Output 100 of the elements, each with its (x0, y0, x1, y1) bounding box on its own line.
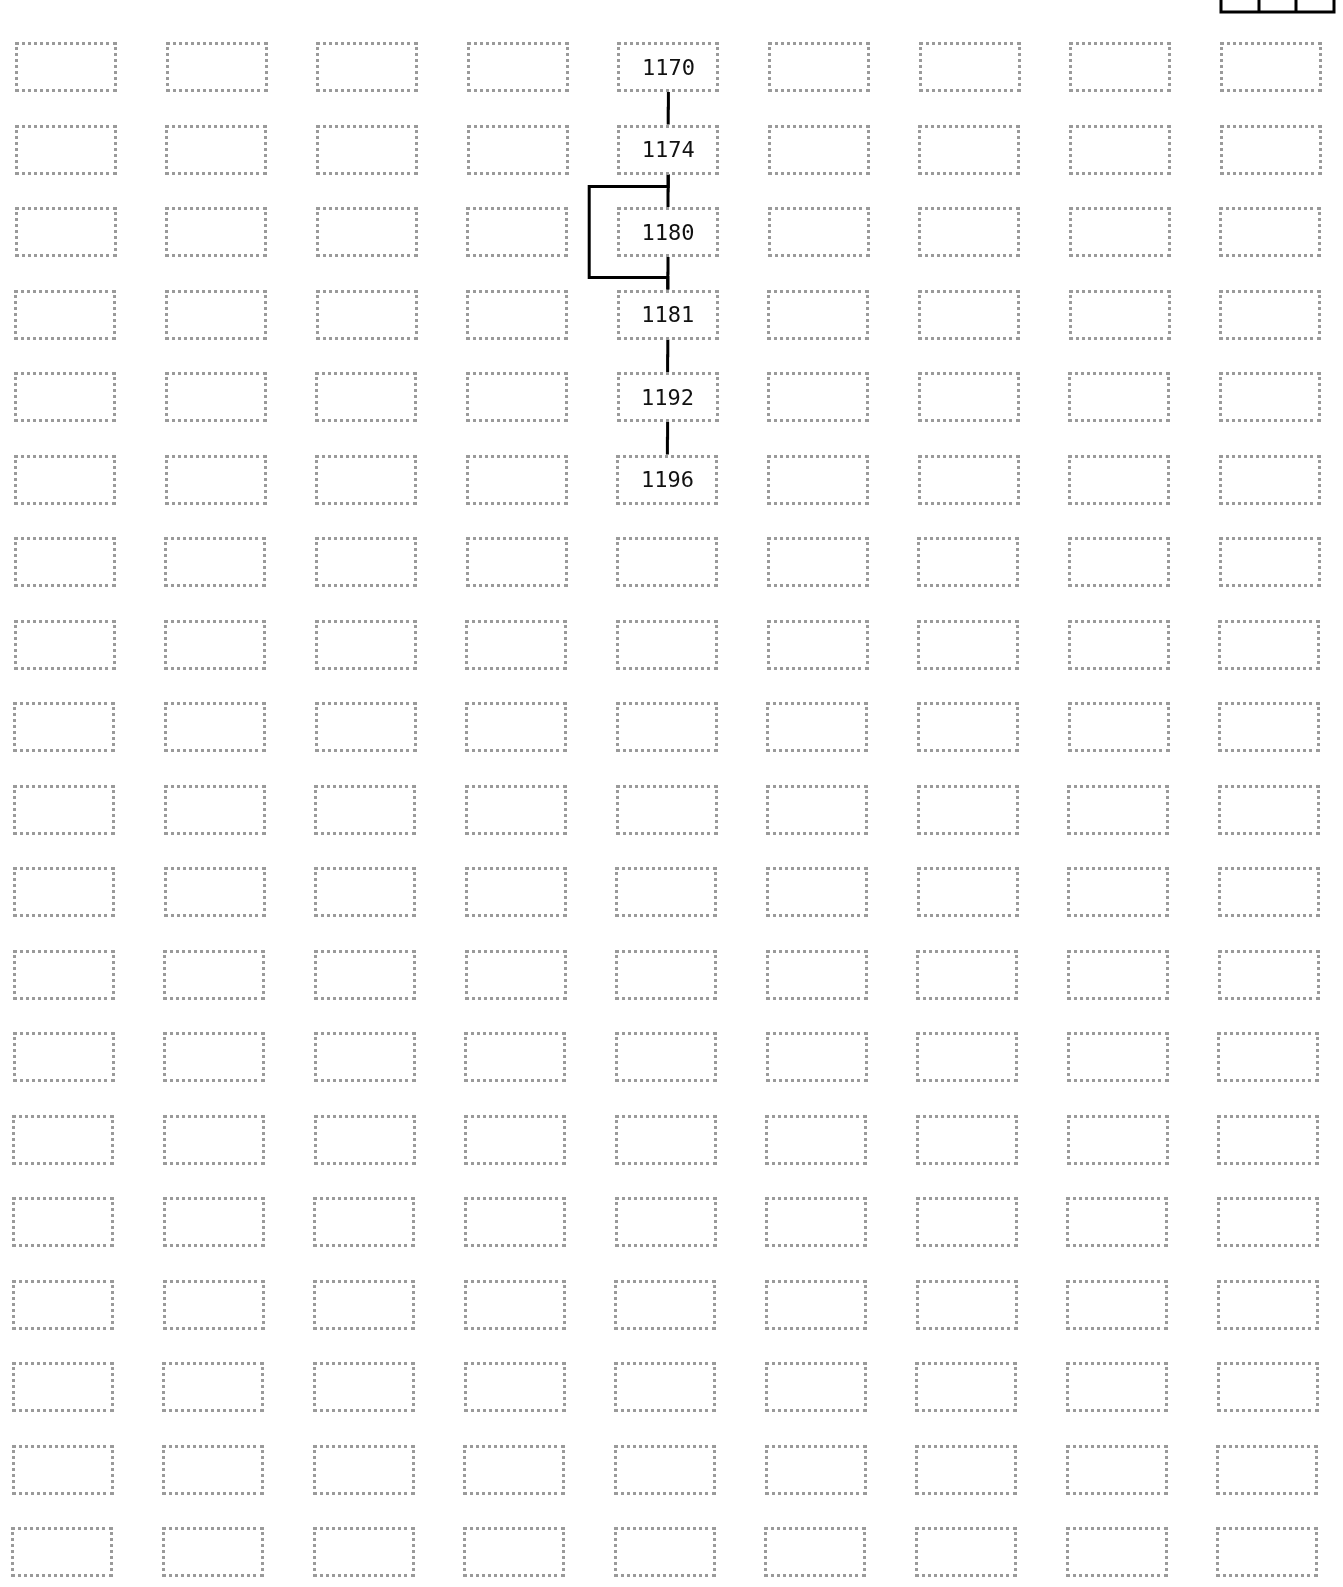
empty-box (313, 1197, 416, 1247)
empty-box (765, 1114, 868, 1165)
empty-box (766, 619, 869, 670)
empty-box (1217, 1197, 1319, 1247)
empty-box (466, 372, 568, 422)
empty-box (614, 1197, 717, 1247)
empty-box (313, 1114, 416, 1165)
empty-box (1219, 289, 1322, 340)
empty-box (464, 1114, 567, 1165)
empty-box (1066, 1197, 1169, 1247)
connector-line (666, 92, 670, 125)
empty-box (765, 1279, 867, 1330)
empty-box (463, 1279, 566, 1330)
empty-box (1067, 702, 1170, 752)
empty-box (1068, 537, 1170, 587)
empty-box (163, 784, 266, 835)
empty-box (1216, 1527, 1319, 1577)
empty-box (163, 1114, 265, 1165)
empty-box (163, 867, 266, 917)
empty-box (1218, 702, 1321, 752)
empty-box (162, 1444, 265, 1495)
empty-box (918, 42, 1021, 92)
empty-box (917, 619, 1020, 670)
empty-box (915, 1444, 1018, 1495)
empty-box (464, 1197, 566, 1247)
empty-box (614, 1279, 717, 1330)
numbered-box: 1192 (616, 372, 719, 422)
empty-box (463, 1444, 566, 1495)
empty-box (1067, 949, 1169, 1000)
empty-box (765, 949, 868, 1000)
empty-box (466, 124, 569, 175)
empty-box (14, 124, 117, 175)
empty-box (918, 124, 1021, 175)
empty-box (465, 537, 568, 587)
empty-box (466, 42, 569, 92)
empty-box (1218, 454, 1321, 505)
empty-box (463, 1527, 566, 1577)
empty-box (164, 372, 267, 422)
empty-box (1219, 124, 1322, 175)
empty-box (162, 1279, 265, 1330)
empty-box (915, 1527, 1017, 1577)
empty-box (614, 1444, 716, 1495)
empty-box (464, 1032, 567, 1082)
empty-box (916, 784, 1019, 835)
empty-box (767, 124, 870, 175)
empty-box (1069, 42, 1172, 92)
empty-box (768, 42, 870, 92)
empty-box (165, 124, 268, 175)
empty-box (465, 702, 568, 752)
empty-box (12, 1197, 115, 1247)
empty-box (165, 289, 267, 340)
numbered-box: 1170 (617, 42, 720, 92)
empty-box (915, 1279, 1018, 1330)
empty-box (917, 702, 1019, 752)
empty-box (1216, 1279, 1319, 1330)
empty-box (1066, 1279, 1169, 1330)
empty-box (466, 207, 569, 257)
empty-box (15, 42, 117, 92)
empty-box (465, 784, 567, 835)
empty-box (1216, 1444, 1319, 1495)
empty-box (1065, 1444, 1168, 1495)
empty-box (314, 949, 416, 1000)
empty-box (1066, 1362, 1168, 1412)
empty-box (915, 1197, 1018, 1247)
empty-box (313, 1362, 415, 1412)
empty-box (767, 207, 870, 257)
empty-box (916, 867, 1019, 917)
empty-box (314, 702, 417, 752)
empty-box (1217, 1032, 1320, 1082)
empty-box (615, 784, 718, 835)
empty-box (315, 454, 418, 505)
connector-line (666, 339, 670, 372)
empty-box (11, 1527, 114, 1577)
empty-box (615, 867, 718, 917)
empty-box (165, 207, 268, 257)
empty-box (918, 207, 1021, 257)
empty-box (315, 372, 418, 422)
empty-box (1065, 1527, 1168, 1577)
empty-box (14, 454, 116, 505)
empty-box (465, 454, 568, 505)
empty-box (1066, 1114, 1169, 1165)
empty-box (765, 1197, 868, 1247)
empty-box (12, 1279, 114, 1330)
numbered-box: 1181 (616, 289, 719, 340)
empty-box (1068, 289, 1171, 340)
empty-box (14, 207, 117, 257)
empty-box (614, 1362, 717, 1412)
empty-box (1068, 454, 1171, 505)
empty-box (313, 1032, 416, 1082)
empty-box (13, 702, 116, 752)
empty-box (1067, 784, 1170, 835)
empty-box (14, 289, 117, 340)
empty-box (1218, 537, 1321, 587)
empty-box (764, 1527, 867, 1577)
empty-box (615, 1032, 717, 1082)
empty-box (314, 867, 417, 917)
empty-box (13, 867, 115, 917)
empty-box (315, 289, 418, 340)
empty-box (1219, 372, 1321, 422)
empty-box (162, 1527, 264, 1577)
